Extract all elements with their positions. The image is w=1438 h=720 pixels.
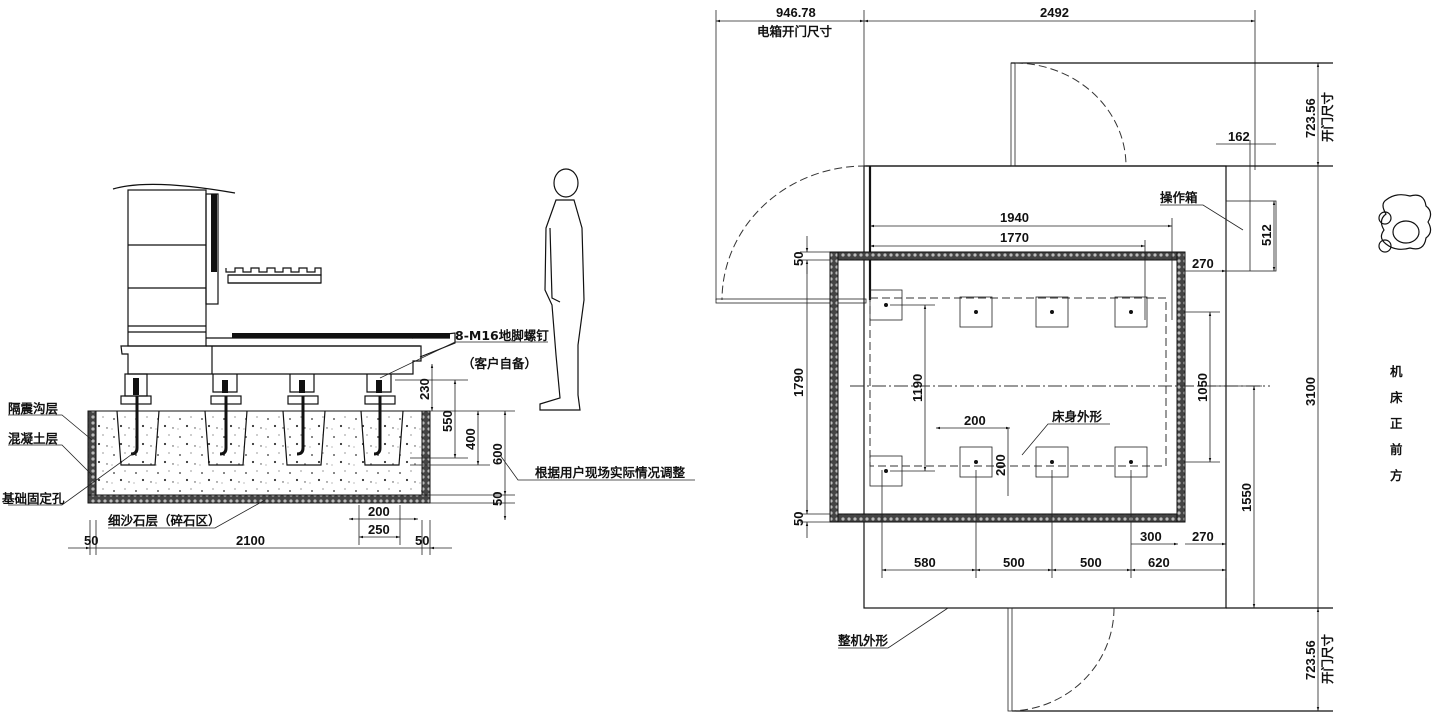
dim-hole-outer: 250: [368, 522, 390, 537]
dim-cabinet-door-width: 946.78: [776, 5, 816, 20]
dim-pad-width: 200: [964, 413, 986, 428]
dim-left-wall: 50: [84, 533, 98, 548]
elevation-view: 隔震沟层 混凝土层 基础固定孔 细沙石层（碎石区） 8-M16地脚螺钉 （客户自…: [1, 168, 695, 555]
dim-gravel-depth: 50: [490, 492, 505, 506]
operator-top-view-icon: [1378, 194, 1432, 253]
dim-spacing-1: 580: [914, 555, 936, 570]
svg-text:方: 方: [1390, 468, 1403, 483]
label-cabinet-door: 电箱开门尺寸: [757, 24, 833, 39]
dim-right-wall: 50: [415, 533, 429, 548]
label-machine-outline: 整机外形: [838, 633, 889, 648]
bed-outline: [869, 297, 1167, 467]
svg-text:机: 机: [1390, 364, 1403, 379]
dim-outer-length: 1940: [1000, 210, 1029, 225]
label-bed-outline: 床身外形: [1052, 409, 1103, 424]
dim-slab-depth: 600: [490, 443, 505, 465]
svg-text:床: 床: [1390, 390, 1403, 405]
dim-wall-bottom: 50: [791, 512, 806, 526]
dim-door-top: 723.56: [1303, 98, 1318, 138]
label-anchor-bolts-note: （客户自备）: [462, 356, 537, 371]
label-door-clearance-bottom: 开门尺寸: [1320, 633, 1335, 684]
dim-inner-length: 1770: [1000, 230, 1029, 245]
dim-right-offset-bottom: 270: [1192, 529, 1214, 544]
plan-view: 946.78 电箱开门尺寸 2492: [715, 5, 1432, 712]
human-figure: [539, 168, 585, 411]
dim-wall-top: 50: [791, 252, 806, 266]
dim-right-offset-top: 270: [1192, 256, 1214, 271]
dim-spacing-3: 500: [1080, 555, 1102, 570]
label-adjust-note: 根据用户现场实际情况调整: [535, 465, 686, 480]
dim-hole-depth: 400: [463, 428, 478, 450]
dim-overall-depth: 3100: [1303, 377, 1318, 406]
dim-bolt-above: 230: [417, 378, 432, 400]
dim-operator-box-offset: 162: [1228, 129, 1250, 144]
label-operator-box: 操作箱: [1160, 190, 1198, 205]
dim-right-bolt-span: 1050: [1195, 373, 1210, 402]
dim-operator-box-height: 512: [1259, 224, 1274, 246]
label-gravel-layer: 细沙石层（碎石区）: [108, 513, 221, 528]
machine-front-label: 机 床 正 前 方: [1390, 364, 1403, 483]
label-anchor-bolts: 8-M16地脚螺钉: [455, 328, 549, 343]
dim-bolt-row-span: 1190: [910, 374, 925, 402]
dim-overall-width: 2492: [1040, 5, 1069, 20]
label-anchor-hole: 基础固定孔: [1, 491, 65, 506]
label-isolation-trench: 隔震沟层: [8, 401, 59, 416]
dim-base-width: 2100: [236, 533, 265, 548]
dim-door-bottom: 723.56: [1303, 640, 1318, 680]
dim-bolt-depth: 550: [440, 410, 455, 432]
dim-hole-inner: 200: [368, 504, 390, 519]
dim-foundation-depth: 1790: [791, 368, 806, 397]
dim-spacing-2: 500: [1003, 555, 1025, 570]
label-concrete-layer: 混凝土层: [8, 431, 59, 446]
dim-pad-height: 200: [993, 454, 1008, 476]
dim-center-to-front: 1550: [1239, 483, 1254, 512]
svg-text:前: 前: [1390, 442, 1403, 457]
dim-spacing-sub: 300: [1140, 529, 1162, 544]
svg-text:正: 正: [1390, 416, 1403, 431]
dim-spacing-4: 620: [1148, 555, 1170, 570]
label-door-clearance-top: 开门尺寸: [1320, 91, 1335, 142]
